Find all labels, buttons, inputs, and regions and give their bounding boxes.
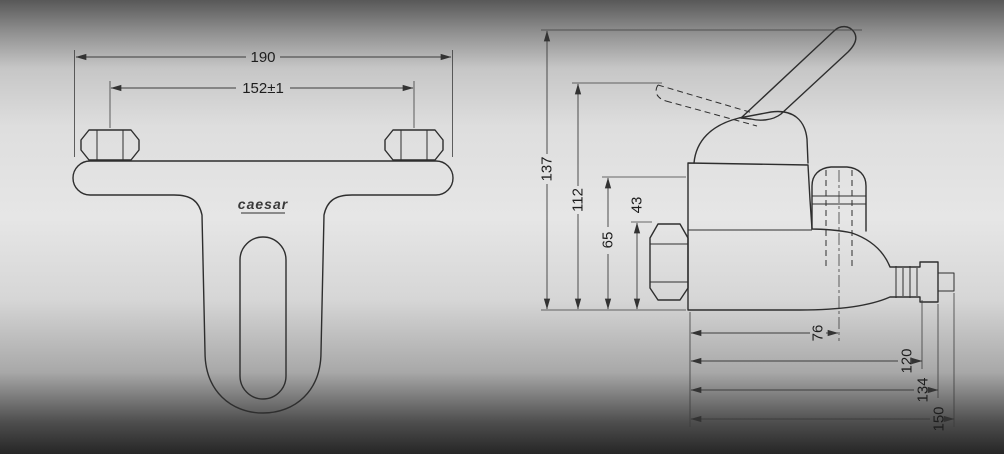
dim-label-112: 112 [570,188,587,212]
dim-label-43: 43 [629,197,646,214]
extension-lines [541,29,955,427]
dim-label-137: 137 [539,156,556,181]
shower-hose-tab [937,272,955,292]
lever-phantom-dashed [655,84,758,127]
dim-label-76: 76 [810,325,827,342]
dim-label-134: 134 [915,377,932,402]
dimension-120: 120 [690,348,923,374]
dim-label-190: 190 [250,49,275,66]
side-body-outline [687,162,939,311]
front-view: caesar 190 152±1 [72,49,454,414]
dimension-137: 137 [539,30,556,310]
front-handle-slot [239,236,287,400]
front-hex-nut-left [80,129,140,161]
side-view: 137 112 65 43 76 [539,25,955,432]
dimension-112: 112 [570,83,587,310]
dimension-152: 152±1 [109,80,415,128]
dim-label-152: 152±1 [242,80,284,97]
dimension-43: 43 [629,197,646,310]
outlet-threads [895,266,918,298]
dimension-76: 76 [690,325,839,342]
dimension-65: 65 [600,177,617,310]
dim-label-120: 120 [899,348,916,373]
front-hex-nut-right [384,129,444,161]
brand-logo: caesar [238,196,289,212]
side-dome [693,110,809,164]
dimension-190: 190 [74,49,453,157]
side-hex-nut [649,223,689,301]
dim-label-65: 65 [600,232,617,249]
front-body-outline [72,160,454,414]
side-lever [740,25,857,121]
dim-label-150: 150 [931,406,948,431]
dimension-134: 134 [690,377,939,403]
dimension-150: 150 [690,406,955,432]
